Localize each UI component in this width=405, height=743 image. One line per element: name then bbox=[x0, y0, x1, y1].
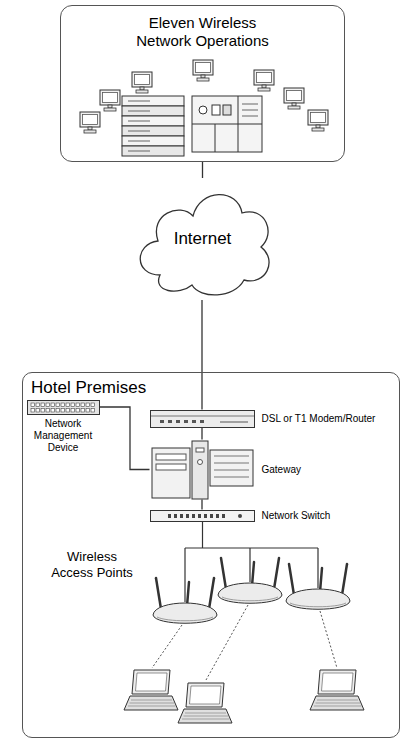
network-link bbox=[201, 300, 202, 410]
server-stack bbox=[122, 96, 184, 156]
operations-center-box: Eleven Wireless Network Operations bbox=[60, 5, 345, 162]
switch-symbol bbox=[150, 510, 254, 521]
node-label: Network Management Device bbox=[27, 418, 99, 454]
modem-drawing bbox=[150, 410, 255, 428]
network-link bbox=[202, 162, 203, 178]
network-link bbox=[201, 500, 202, 510]
internet-cloud: Internet bbox=[130, 178, 275, 300]
nmd-drawing bbox=[27, 400, 100, 415]
node-label: Eleven Wireless Network Operations bbox=[128, 14, 278, 50]
modem-symbol bbox=[150, 410, 254, 427]
node-label: Internet bbox=[174, 229, 232, 249]
modem-router-device: DSL or T1 Modem/Router bbox=[150, 410, 376, 428]
network-management-device: Network Management Device bbox=[27, 400, 100, 454]
node-label: Hotel Premises bbox=[31, 378, 146, 398]
laptop-symbols bbox=[124, 670, 364, 723]
gateway-symbol bbox=[152, 441, 253, 499]
network-switch-device: Network Switch bbox=[150, 510, 331, 522]
access-point-label: Wireless Access Points bbox=[46, 549, 138, 580]
node-label: Gateway bbox=[262, 464, 301, 476]
gateway-device: Gateway bbox=[150, 440, 301, 500]
network-link bbox=[201, 428, 202, 440]
node-label: Network Switch bbox=[262, 510, 331, 522]
access-point-symbols bbox=[153, 558, 350, 623]
switch-drawing bbox=[150, 510, 255, 522]
gateway-drawing bbox=[150, 440, 255, 500]
nmd-symbol bbox=[27, 400, 99, 414]
node-label: DSL or T1 Modem/Router bbox=[262, 413, 376, 425]
equipment-cabinet bbox=[192, 96, 262, 152]
network-link bbox=[100, 407, 150, 470]
